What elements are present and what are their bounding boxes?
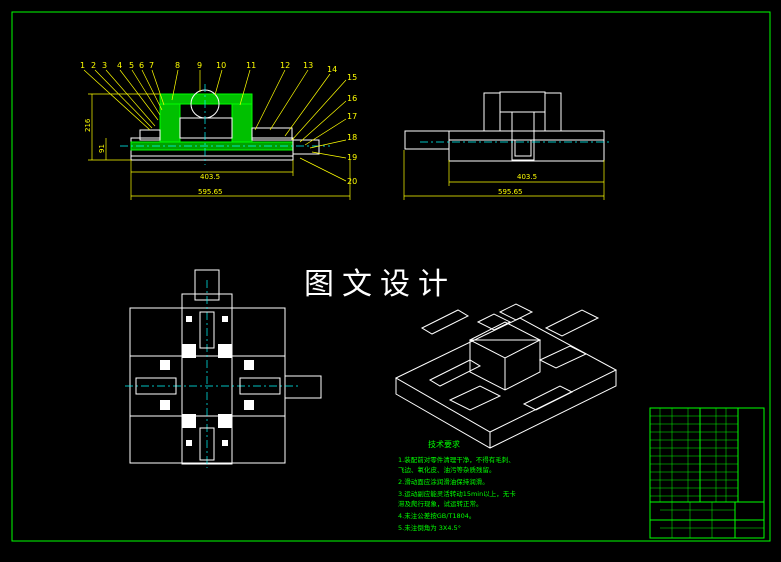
front-view — [83, 69, 351, 200]
title-block — [649, 407, 765, 539]
note-item: 飞边、氧化皮、油污等杂质残留。 — [398, 465, 496, 474]
front-height-total: 216 — [84, 118, 92, 132]
note-item: 2.滑动面应涂润滑油保持润滑。 — [398, 477, 489, 486]
part-number: 9 — [197, 61, 202, 70]
part-number: 10 — [216, 61, 226, 70]
part-number: 13 — [303, 61, 313, 70]
part-number: 19 — [347, 153, 357, 162]
part-number: 14 — [327, 65, 337, 74]
part-number: 1 — [80, 61, 85, 70]
part-number: 15 — [347, 73, 357, 82]
front-width-inner: 403.5 — [200, 173, 220, 181]
note-item: 滞及爬行现象，试运转正常。 — [398, 499, 483, 508]
part-number: 11 — [246, 61, 256, 70]
part-number: 2 — [91, 61, 96, 70]
part-number: 18 — [347, 133, 357, 142]
part-number: 6 — [139, 61, 144, 70]
note-item: 5.未注倒角为 3X4.5° — [398, 523, 461, 532]
side-view — [403, 91, 610, 200]
part-number: 3 — [102, 61, 107, 70]
technical-notes: 技术要求 1.装配前对零件清理干净，不得有毛刺、 飞边、氧化皮、油污等杂质残留。… — [398, 439, 516, 532]
drawing-frame — [11, 11, 771, 542]
watermark-text: 图文设计 — [304, 267, 456, 302]
part-number: 8 — [175, 61, 180, 70]
side-width-inner: 403.5 — [517, 173, 537, 181]
front-height-lower: 91 — [98, 144, 106, 153]
part-number: 4 — [117, 61, 122, 70]
note-item: 3.运动副应能灵活转动15min以上，无卡 — [398, 489, 516, 498]
part-number: 20 — [347, 177, 357, 186]
isometric-view — [394, 303, 618, 449]
part-number: 12 — [280, 61, 290, 70]
note-item: 1.装配前对零件清理干净，不得有毛刺、 — [398, 455, 515, 464]
front-width-outer: 595.65 — [198, 188, 223, 196]
notes-title: 技术要求 — [428, 439, 460, 449]
part-number-labels: 1 2 3 4 5 6 7 8 9 10 11 12 13 14 15 16 1… — [80, 61, 357, 186]
side-width-outer: 595.65 — [498, 188, 523, 196]
part-number: 17 — [347, 112, 357, 121]
part-number: 5 — [129, 61, 134, 70]
note-item: 4.未注公差按GB/T1804。 — [398, 511, 475, 520]
part-number: 16 — [347, 94, 357, 103]
top-view — [125, 269, 322, 468]
part-number: 7 — [149, 61, 154, 70]
